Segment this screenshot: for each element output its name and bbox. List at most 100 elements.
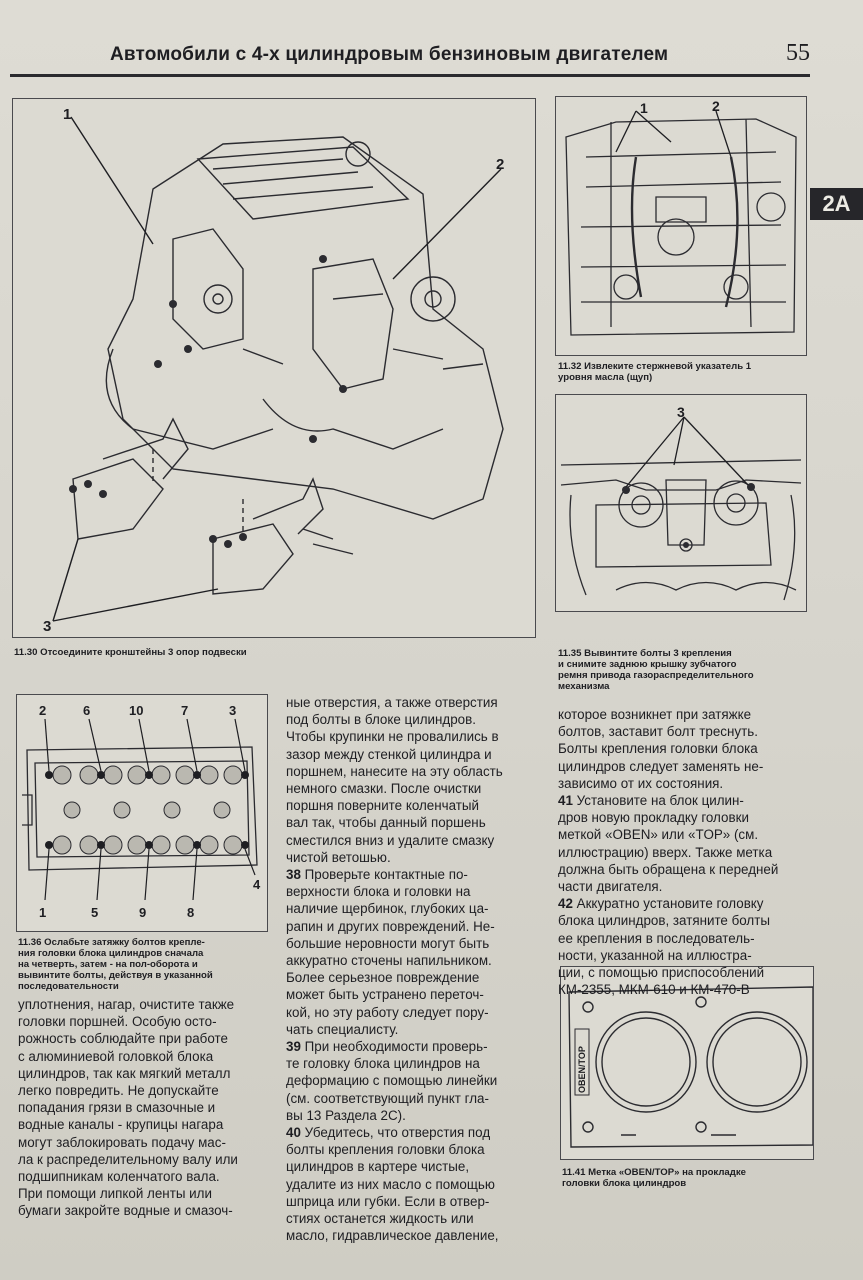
caption-11-30: 11.30 Отсоедините кронштейны 3 опор подв… <box>14 647 247 658</box>
text-line: Установите на блок цилин- <box>576 793 744 809</box>
text-line: Проверьте контактные по- <box>304 867 468 883</box>
section-tab: 2A <box>810 188 863 220</box>
text-line: подшипникам коленчатого вала. <box>18 1169 220 1185</box>
text-line: ные отверстия, а также отверстия <box>286 695 498 710</box>
caption-line: ния головки блока цилиндров сначала <box>18 948 204 959</box>
text-line: болты крепления головки блока <box>286 1142 485 1158</box>
caption-line: механизма <box>558 681 610 692</box>
callout-4: 4 <box>253 877 261 892</box>
text-line: сместился вниз и удалите смазку <box>286 832 495 848</box>
text-line: чать специалисту. <box>286 1021 399 1037</box>
step-number: 42 <box>558 896 573 912</box>
text-line: большие неровности могут быть <box>286 935 490 951</box>
text-line: ла к распределительному валу или <box>18 1151 238 1167</box>
caption-line: 11.36 Ослабьте затяжку болтов крепле- <box>18 937 205 948</box>
text-line: Чтобы крупинки не провалились в <box>286 729 499 745</box>
gasket-drawing: OBEN/TOP <box>568 986 813 1148</box>
caption-line: уровня масла (щуп) <box>558 372 653 383</box>
caption-11-32: 11.32 Извлеките стержневой указатель 1 у… <box>558 361 808 383</box>
text-line: блока цилиндров, затяните болты <box>558 913 770 929</box>
step-number: 41 <box>558 793 573 809</box>
text-line: Более серьезное повреждение <box>286 970 480 986</box>
text-line: рапин и других повреждений. Не- <box>286 918 495 934</box>
text-line: те головку блока цилиндров на <box>286 1056 480 1072</box>
text-line: может быть устранено переточ- <box>286 987 484 1003</box>
figure-11-35: 3 <box>555 394 807 612</box>
text-column-2: ные отверстия, а также отверстия под бол… <box>286 694 542 1245</box>
text-line: наличие щербинок, глубоких ца- <box>286 901 489 917</box>
figure-11-41: OBEN/TOP <box>560 966 814 1160</box>
figure-11-30: 1 2 3 <box>12 98 536 638</box>
page-header: Автомобили с 4-х цилиндровым бензиновым … <box>10 38 810 77</box>
text-line: меткой «OBEN» или «TOP» (см. <box>558 827 759 843</box>
text-line: удалите из них масло с помощью <box>286 1176 495 1192</box>
text-line: При необходимости проверь- <box>304 1039 488 1055</box>
text-line: ее крепления в последователь- <box>558 930 755 946</box>
step-38-line: 38 Проверьте контактные по- <box>286 866 542 883</box>
bolt-sequence-drawing: 2 6 10 7 3 1 5 9 8 4 <box>22 703 261 920</box>
text-line: которое возникнет при затяжке <box>558 707 752 722</box>
step-number: 39 <box>286 1039 301 1055</box>
caption-line: и снимите заднюю крышку зубчатого <box>558 659 737 670</box>
step-number: 40 <box>286 1125 301 1141</box>
text-line: ности, указанной на иллюстра- <box>558 947 752 963</box>
callout-1: 1 <box>39 905 46 920</box>
text-line: масло, гидравлическое давление, <box>286 1228 499 1244</box>
text-line: водные каналы - крупицы нагара <box>18 1117 224 1133</box>
text-line: головки поршней. Особую осто- <box>18 1014 217 1030</box>
callout-6: 6 <box>83 703 90 718</box>
callout-9: 9 <box>139 905 146 920</box>
caption-11-36: 11.36 Ослабьте затяжку болтов крепле- ни… <box>18 937 270 992</box>
dipstick-drawing: 1 2 <box>565 98 797 336</box>
text-line: с алюминиевой головкой блока <box>18 1048 214 1064</box>
text-line: КМ-2355, МКМ-610 и КМ-470-В <box>558 982 750 998</box>
callout-2: 2 <box>712 98 720 114</box>
header-title: Автомобили с 4-х цилиндровым бензиновым … <box>110 44 669 65</box>
caption-line: последовательности <box>18 981 119 992</box>
text-line: ции, с помощью приспособлений <box>558 965 765 981</box>
caption-line: 11.41 Метка «OBEN/TOP» на прокладке <box>562 1167 746 1178</box>
callout-10: 10 <box>129 703 143 718</box>
text-line: должна быть обращена к передней <box>558 861 779 877</box>
text-line: дров новую прокладку головки <box>558 810 749 826</box>
text-line: под болты в блоке цилиндров. <box>286 712 476 728</box>
text-column-1: уплотнения, нагар, очистите также головк… <box>18 996 270 1220</box>
text-line: Аккуратно установите головку <box>576 896 764 912</box>
text-line: поршнем, нанесите на эту область <box>286 763 503 779</box>
callout-2: 2 <box>496 156 504 173</box>
text-line: верхности блока и головки на <box>286 884 471 900</box>
text-line: зависимо от их состояния. <box>558 775 724 791</box>
text-line: чистой ветошью. <box>286 849 391 865</box>
text-line: вал так, чтобы данный поршень <box>286 815 486 831</box>
page-number: 55 <box>786 40 810 66</box>
step-number: 38 <box>286 867 301 883</box>
callout-7: 7 <box>181 703 188 718</box>
text-line: поршня поверните коленчатый <box>286 798 480 814</box>
callout-5: 5 <box>91 905 98 920</box>
caption-line: вывинтите болты, действуя в указанной <box>18 970 213 981</box>
engine-mounts-drawing: 1 2 3 <box>43 106 504 635</box>
text-line: рожность соблюдайте при работе <box>18 1031 228 1047</box>
step-42-line: 42 Аккуратно установите головку <box>558 895 810 912</box>
text-line: (см. соответствующий пункт гла- <box>286 1090 489 1106</box>
text-line: легко повредить. Не допускайте <box>18 1083 219 1099</box>
text-line: немного смазки. После очистки <box>286 781 482 797</box>
callout-1: 1 <box>640 100 648 116</box>
text-line: части двигателя. <box>558 879 663 895</box>
text-line: При помощи липкой ленты или <box>18 1186 212 1202</box>
text-line: цилиндров следует заменять не- <box>558 758 764 774</box>
text-line: Убедитесь, что отверстия под <box>304 1125 491 1141</box>
text-line: цилиндров в картере чистые, <box>286 1159 470 1175</box>
text-line: шприца или губки. Если в отвер- <box>286 1193 490 1209</box>
callout-8: 8 <box>187 905 194 920</box>
step-41-line: 41 Установите на блок цилин- <box>558 792 810 809</box>
callout-2: 2 <box>39 703 46 718</box>
text-line: могут заблокировать подачу мас- <box>18 1134 226 1150</box>
text-line: вы 13 Раздела 2С). <box>286 1107 406 1123</box>
step-40-line: 40 Убедитесь, что отверстия под <box>286 1124 542 1141</box>
caption-line: 11.35 Вывинтите болты 3 крепления <box>558 648 732 659</box>
figure-11-36: 2 6 10 7 3 1 5 9 8 4 <box>16 694 268 932</box>
text-line: Болты крепления головки блока <box>558 741 758 757</box>
caption-11-35: 11.35 Вывинтите болты 3 крепления и сним… <box>558 648 808 692</box>
text-line: зазор между стенкой цилиндра и <box>286 746 492 762</box>
